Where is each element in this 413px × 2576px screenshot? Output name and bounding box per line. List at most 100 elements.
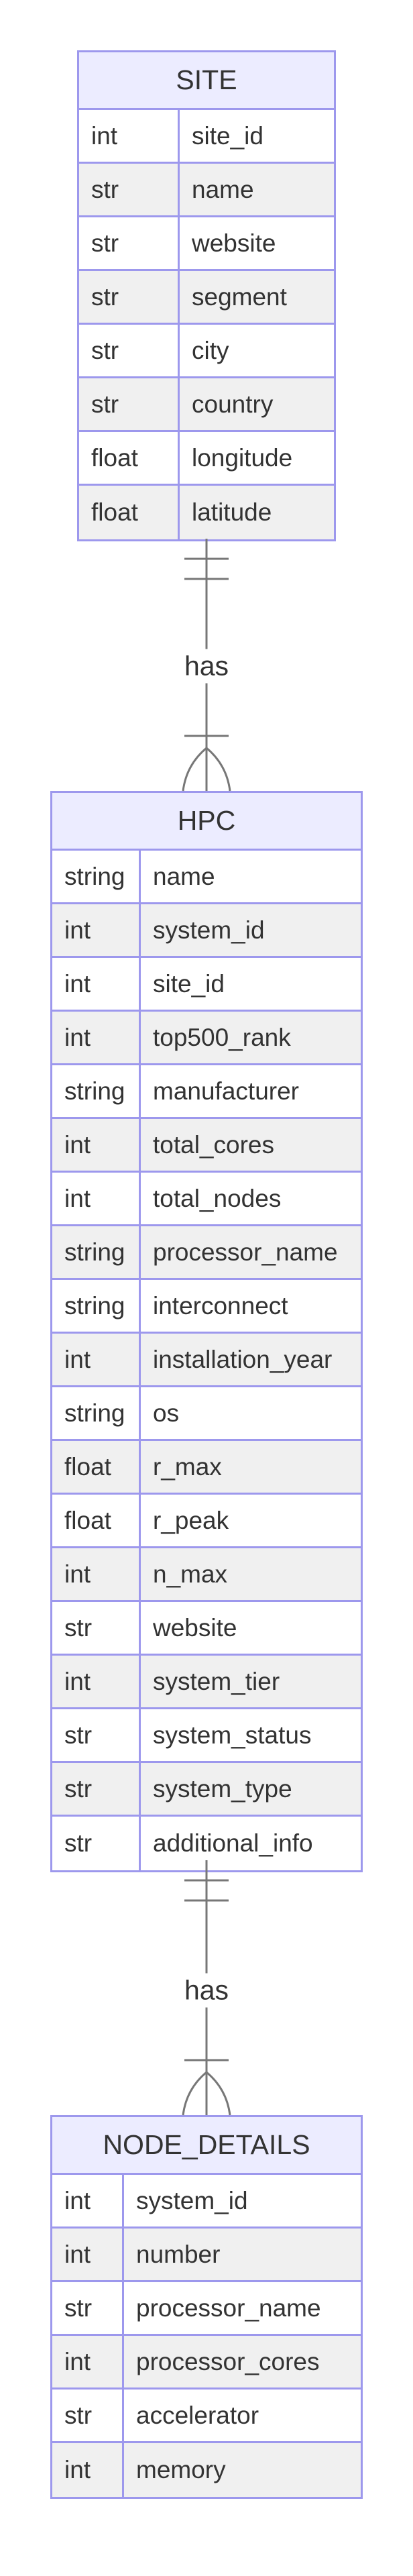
- attribute-name: name: [192, 175, 254, 203]
- table-row: str accelerator: [52, 2390, 361, 2443]
- attribute-type: int: [52, 1119, 141, 1171]
- attribute-name: longitude: [192, 443, 293, 472]
- table-row: float latitude: [79, 486, 334, 539]
- table-row: str city: [79, 325, 334, 378]
- attribute-name: latitude: [192, 498, 272, 526]
- attribute-name: website: [192, 229, 276, 257]
- entity-hpc: HPC string name int system_id int site_i…: [50, 791, 363, 1872]
- attribute-name: system_id: [153, 916, 265, 944]
- attribute-type: int: [52, 1548, 141, 1600]
- attribute-name: r_max: [153, 1452, 222, 1481]
- table-row: string interconnect: [52, 1280, 361, 1334]
- attribute-name: interconnect: [153, 1291, 288, 1320]
- entity-title: HPC: [52, 793, 361, 851]
- attribute-type: int: [52, 1334, 141, 1385]
- attribute-name: system_type: [153, 1774, 292, 1803]
- attribute-type: string: [52, 1226, 141, 1278]
- attribute-type: int: [52, 1173, 141, 1224]
- crowfoot-marker: [206, 747, 231, 792]
- crowfoot-marker: [206, 2071, 231, 2116]
- crowfoot-marker: [182, 2071, 207, 2116]
- table-row: string manufacturer: [52, 1065, 361, 1119]
- attribute-name: os: [153, 1399, 180, 1427]
- table-row: int processor_cores: [52, 2336, 361, 2390]
- attribute-name: site_id: [153, 969, 225, 998]
- table-row: str processor_name: [52, 2282, 361, 2336]
- table-row: int n_max: [52, 1548, 361, 1602]
- attribute-name: processor_name: [136, 2294, 321, 2322]
- attribute-type: int: [52, 2336, 124, 2387]
- table-row: int site_id: [52, 958, 361, 1012]
- table-row: str system_status: [52, 1709, 361, 1763]
- attribute-name: total_cores: [153, 1130, 274, 1159]
- table-row: str website: [52, 1602, 361, 1656]
- relationship-label: has: [181, 649, 232, 684]
- table-row: int total_nodes: [52, 1173, 361, 1226]
- attribute-name: system_tier: [153, 1667, 280, 1695]
- attribute-type: str: [52, 1817, 141, 1870]
- table-row: int system_id: [52, 904, 361, 958]
- table-row: int site_id: [79, 110, 334, 164]
- attribute-type: float: [52, 1441, 141, 1493]
- attribute-name: additional_info: [153, 1829, 313, 1857]
- table-row: int total_cores: [52, 1119, 361, 1173]
- attribute-name: processor_cores: [136, 2347, 320, 2375]
- attribute-type: str: [52, 1709, 141, 1761]
- table-row: int system_tier: [52, 1656, 361, 1709]
- attribute-type: int: [52, 958, 141, 1010]
- attribute-name: installation_year: [153, 1345, 333, 1373]
- attribute-type: str: [79, 378, 180, 430]
- attribute-name: accelerator: [136, 2401, 259, 2429]
- table-row: float r_peak: [52, 1495, 361, 1548]
- attribute-type: str: [79, 271, 180, 323]
- attribute-type: int: [79, 110, 180, 162]
- attribute-type: string: [52, 1387, 141, 1439]
- attribute-name: name: [153, 862, 215, 890]
- entity-title: SITE: [79, 52, 334, 110]
- attribute-type: str: [79, 217, 180, 269]
- table-row: float r_max: [52, 1441, 361, 1495]
- attribute-name: total_nodes: [153, 1184, 282, 1212]
- attribute-type: string: [52, 1280, 141, 1332]
- table-row: int system_id: [52, 2175, 361, 2229]
- relationship-label: has: [181, 1973, 232, 2008]
- attribute-type: str: [52, 1763, 141, 1815]
- attribute-type: str: [52, 2282, 124, 2334]
- attribute-type: string: [52, 1065, 141, 1117]
- table-row: float longitude: [79, 432, 334, 486]
- attribute-type: string: [52, 851, 141, 902]
- attribute-type: str: [79, 325, 180, 376]
- attribute-type: int: [52, 2175, 124, 2226]
- attribute-type: int: [52, 2443, 124, 2497]
- table-row: str name: [79, 164, 334, 217]
- attribute-name: memory: [136, 2456, 226, 2483]
- entity-node-details: NODE_DETAILS int system_id int number st…: [50, 2115, 363, 2499]
- attribute-name: processor_name: [153, 1238, 338, 1266]
- table-row: str system_type: [52, 1763, 361, 1817]
- attribute-type: str: [52, 2390, 124, 2441]
- attribute-type: int: [52, 2229, 124, 2280]
- attribute-type: float: [79, 432, 180, 484]
- attribute-name: system_id: [136, 2186, 248, 2214]
- attribute-name: city: [192, 336, 229, 364]
- attribute-name: r_peak: [153, 1506, 229, 1534]
- table-row: int top500_rank: [52, 1012, 361, 1065]
- attribute-type: float: [79, 486, 180, 539]
- table-row: int memory: [52, 2443, 361, 2497]
- attribute-type: str: [79, 164, 180, 215]
- table-row: str segment: [79, 271, 334, 325]
- attribute-name: website: [153, 1613, 237, 1642]
- attribute-name: number: [136, 2240, 221, 2268]
- table-row: string processor_name: [52, 1226, 361, 1280]
- table-row: string os: [52, 1387, 361, 1441]
- entity-title: NODE_DETAILS: [52, 2117, 361, 2175]
- entity-site: SITE int site_id str name str website st…: [77, 50, 336, 541]
- table-row: int installation_year: [52, 1334, 361, 1387]
- attribute-name: segment: [192, 282, 287, 311]
- attribute-name: top500_rank: [153, 1023, 291, 1051]
- table-row: int number: [52, 2229, 361, 2282]
- attribute-type: int: [52, 904, 141, 956]
- table-row: str website: [79, 217, 334, 271]
- crowfoot-marker: [182, 747, 207, 792]
- attribute-name: country: [192, 390, 274, 418]
